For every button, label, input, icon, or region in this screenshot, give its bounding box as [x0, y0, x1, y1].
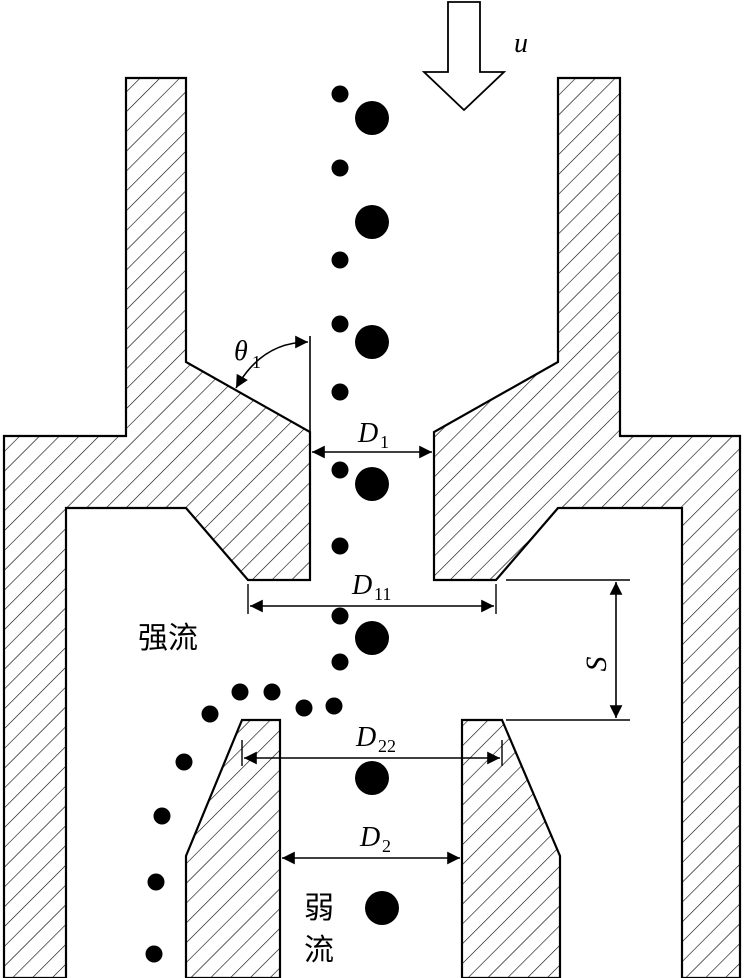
small-particle — [331, 537, 349, 555]
small-particles-deflected — [145, 683, 343, 963]
small-particle — [147, 873, 165, 891]
angle-arc — [235, 335, 309, 389]
angle-label-sub: 1 — [252, 352, 261, 372]
small-particle — [331, 251, 349, 269]
small-particle — [331, 383, 349, 401]
small-particle — [331, 159, 349, 177]
d11-label-sub: 11 — [374, 584, 391, 604]
weak-flow-label-1: 弱 — [304, 891, 334, 926]
large-particles — [355, 101, 399, 925]
large-particle — [365, 891, 399, 925]
large-particle — [355, 467, 389, 501]
d2-label-sub: 2 — [382, 836, 391, 856]
lower-right-insert — [460, 718, 562, 978]
small-particle — [153, 807, 171, 825]
small-particle — [331, 315, 349, 333]
small-particle — [325, 697, 343, 715]
small-particle — [145, 945, 163, 963]
weak-flow-label-2: 流 — [304, 933, 334, 968]
small-particles-center — [331, 85, 349, 671]
large-particle — [355, 761, 389, 795]
large-particle — [355, 325, 389, 359]
d1-label: D — [357, 418, 378, 449]
right-housing — [432, 76, 742, 978]
small-particle — [263, 683, 281, 701]
d22-label-sub: 22 — [378, 736, 396, 756]
flow-label: u — [514, 28, 528, 59]
flow-direction-arrow-icon — [421, 1, 507, 112]
strong-flow-label: 强流 — [138, 621, 198, 656]
small-particle — [331, 85, 349, 103]
d2-label: D — [359, 822, 380, 853]
small-particle — [331, 461, 349, 479]
spacing-label: S — [580, 657, 613, 672]
lower-left-insert — [184, 718, 282, 978]
small-particle — [295, 699, 313, 717]
large-particle — [355, 101, 389, 135]
large-particle — [355, 205, 389, 239]
d11-label: D — [351, 570, 372, 601]
small-particle — [331, 653, 349, 671]
small-particle — [201, 705, 219, 723]
small-particle — [231, 683, 249, 701]
d22-label: D — [355, 722, 376, 753]
large-particle — [355, 621, 389, 655]
small-particle — [331, 607, 349, 625]
d1-label-sub: 1 — [380, 432, 389, 452]
small-particle — [175, 753, 193, 771]
left-housing — [2, 76, 312, 978]
angle-label: θ — [234, 336, 248, 367]
